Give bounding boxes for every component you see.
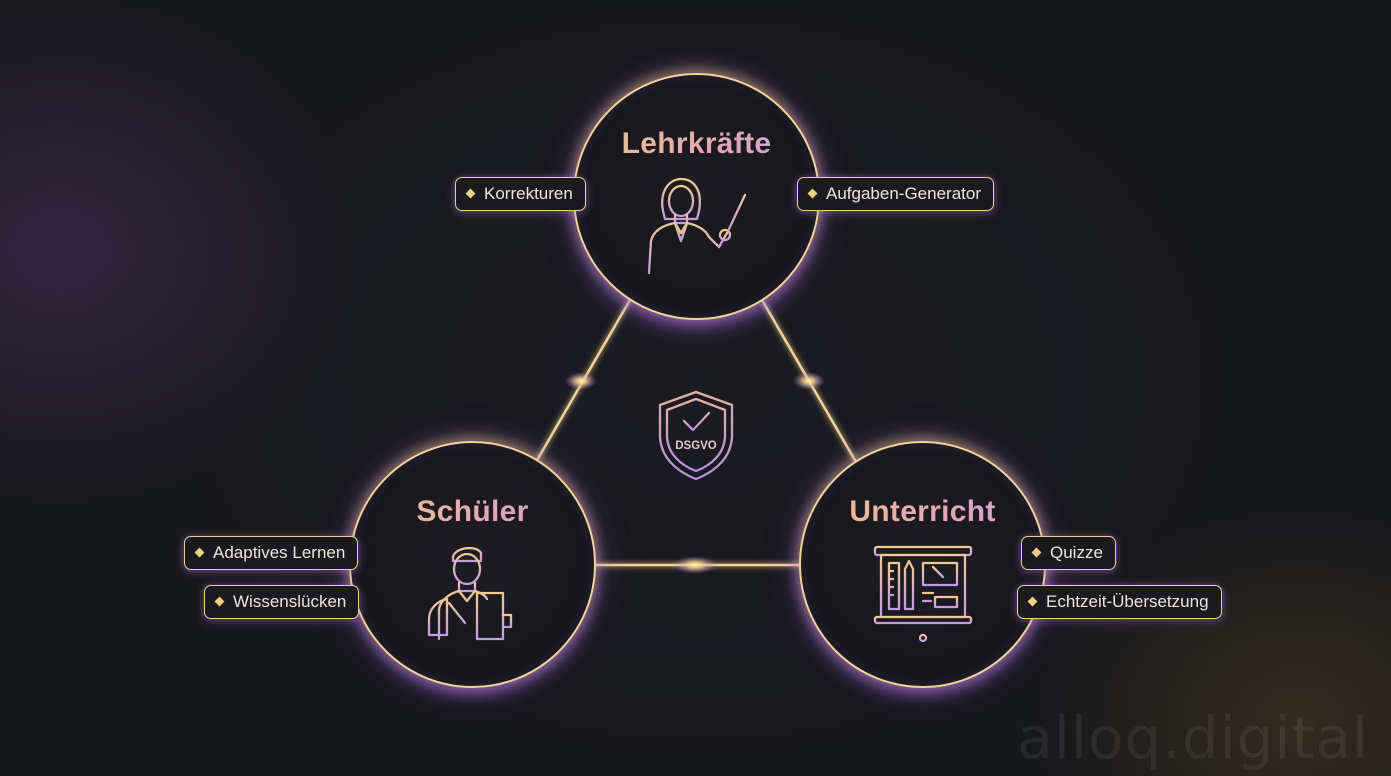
spark-right: [793, 372, 825, 390]
node-students: Schüler: [349, 441, 596, 688]
node-teachers-title: Lehrkräfte: [575, 127, 818, 161]
feature-korrekturen: Korrekturen: [455, 177, 586, 211]
node-lessons: Unterricht: [799, 441, 1046, 688]
spark-bottom: [673, 556, 717, 574]
feature-label: Korrekturen: [484, 184, 573, 203]
feature-quizze: Quizze: [1021, 536, 1116, 570]
feature-aufgaben-generator: Aufgaben-Generator: [797, 177, 994, 211]
feature-label: Wissenslücken: [233, 592, 347, 611]
node-students-title: Schüler: [351, 495, 594, 529]
watermark: alloq.digital: [1017, 704, 1369, 772]
feature-wissensluecken: Wissenslücken: [204, 585, 360, 619]
shield-label: DSGVO: [675, 440, 717, 452]
feature-label: Aufgaben-Generator: [826, 184, 981, 203]
node-lessons-title: Unterricht: [801, 495, 1044, 529]
feature-label: Quizze: [1050, 543, 1103, 562]
whiteboard-icon: [873, 545, 973, 643]
diamond-bullet-icon: [807, 188, 818, 199]
feature-echtzeit-uebersetzung: Echtzeit-Übersetzung: [1017, 585, 1222, 619]
spark-left: [565, 372, 597, 390]
student-icon: [427, 546, 513, 641]
feature-label: Adaptives Lernen: [213, 543, 346, 562]
diamond-bullet-icon: [214, 596, 225, 607]
teacher-icon: [647, 177, 747, 275]
node-teachers: Lehrkräfte: [573, 73, 820, 320]
shield-check-icon: DSGVO: [658, 390, 734, 481]
diamond-bullet-icon: [465, 188, 476, 199]
diamond-bullet-icon: [194, 547, 205, 558]
diamond-bullet-icon: [1027, 596, 1038, 607]
feature-label: Echtzeit-Übersetzung: [1046, 592, 1209, 611]
diamond-bullet-icon: [1031, 547, 1042, 558]
feature-adaptives-lernen: Adaptives Lernen: [184, 536, 359, 570]
